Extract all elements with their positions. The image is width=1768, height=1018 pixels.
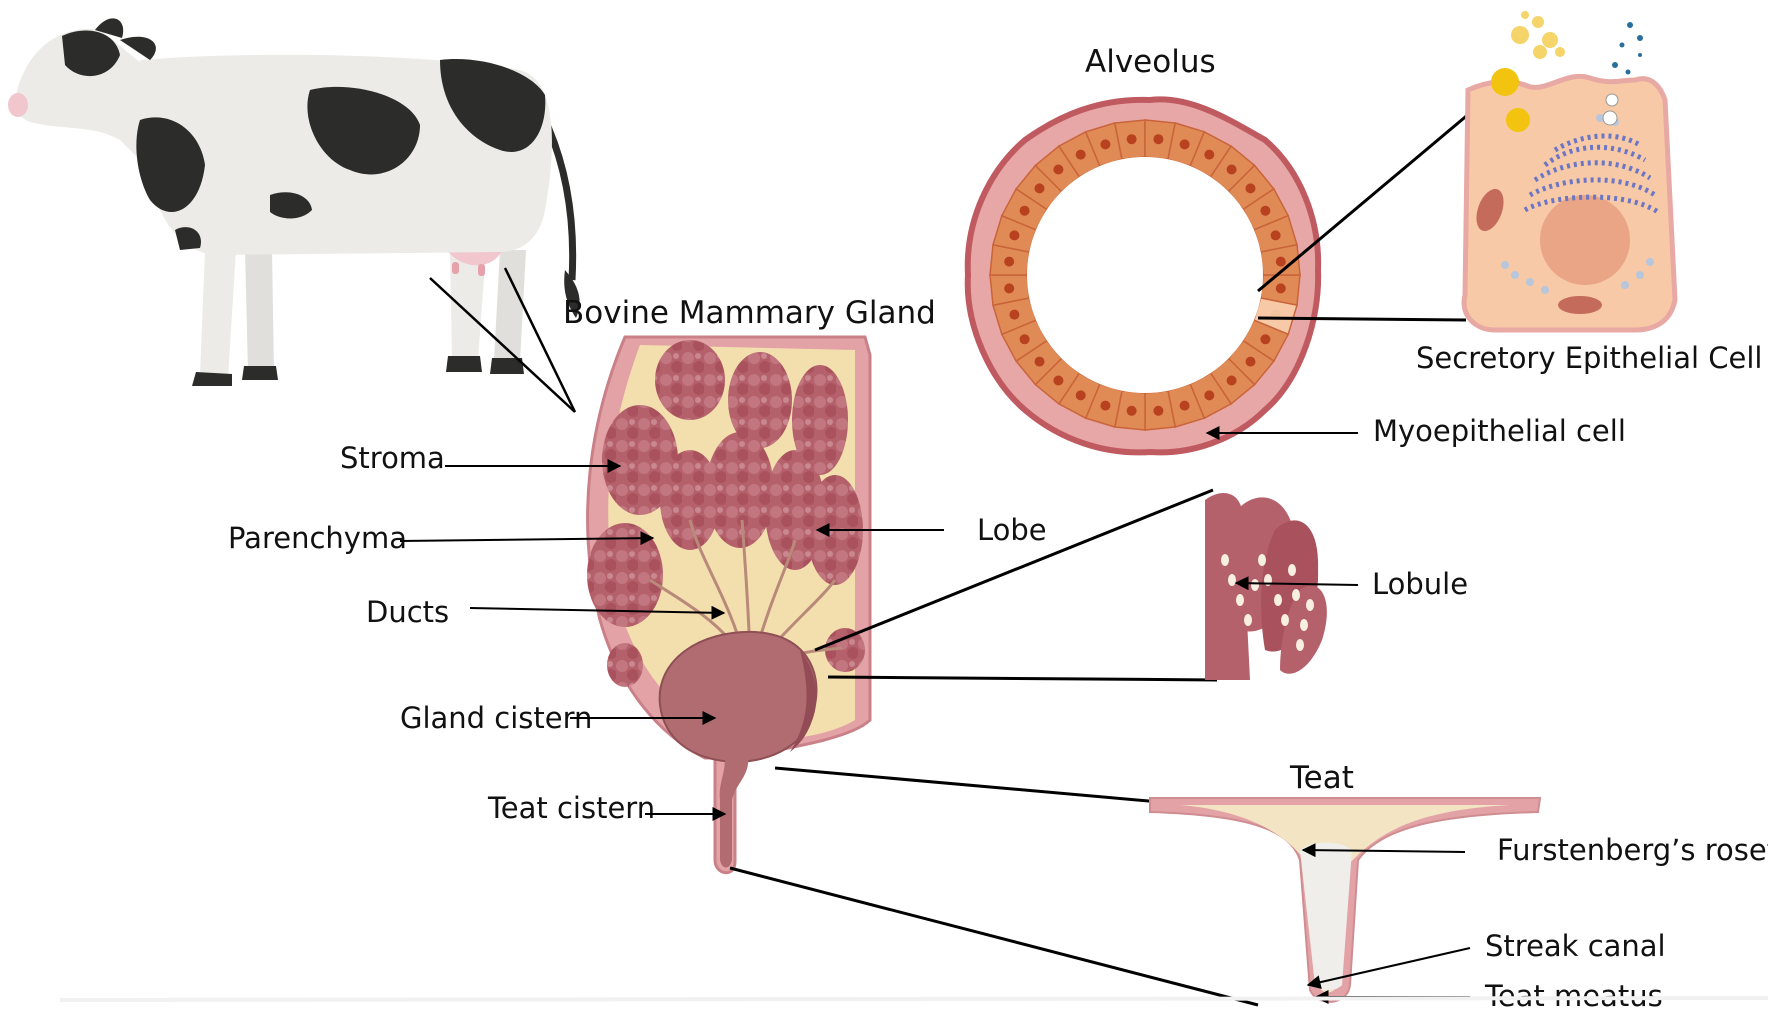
nucleus <box>1540 195 1630 285</box>
zoom-line <box>775 768 1160 802</box>
cell-nucleus <box>1153 406 1163 416</box>
ground-shadow <box>60 998 1768 1000</box>
cell-nucleus <box>1276 283 1286 293</box>
label-lobule: Lobule <box>1372 567 1468 601</box>
mammary-gland-title: Bovine Mammary Gland <box>563 295 936 331</box>
secretory-vesicle <box>1603 111 1617 125</box>
label-ducts: Ducts <box>366 595 449 629</box>
label-teat-meatus: Teat meatus <box>1484 979 1663 1013</box>
milk-protein-particles <box>1612 22 1643 75</box>
teat-title: Teat <box>1289 760 1354 796</box>
cell-nucleus <box>1204 390 1214 400</box>
cell-nucleus <box>1035 183 1045 193</box>
label-parenchyma: Parenchyma <box>228 521 407 555</box>
alveolus-lumen <box>1027 157 1263 393</box>
label-streak-canal: Streak canal <box>1485 929 1666 963</box>
cell-nucleus <box>1127 406 1137 416</box>
alveolus-illustration <box>968 99 1318 452</box>
cell-nucleus <box>1004 257 1014 267</box>
cell-nucleus <box>1260 334 1270 344</box>
cell-nucleus <box>1260 206 1270 216</box>
cell-nucleus <box>1100 401 1110 411</box>
cell-nucleus <box>1053 165 1063 175</box>
label-gland-cistern: Gland cistern <box>400 701 592 735</box>
cell-nucleus <box>1009 310 1019 320</box>
teat-cross-section <box>1150 798 1540 1002</box>
cell-nucleus <box>1180 139 1190 149</box>
label-teat-cistern: Teat cistern <box>487 791 655 825</box>
label-secretory-epithelial-cell: Secretory Epithelial Cell <box>1416 341 1763 375</box>
label-furstenbergs-rosette: Furstenberg’s rosette <box>1497 833 1768 867</box>
cell-nucleus <box>1246 183 1256 193</box>
cell-nucleus <box>1246 357 1256 367</box>
label-myoepithelial-cell: Myoepithelial cell <box>1373 414 1626 448</box>
cell-nucleus <box>1271 230 1281 240</box>
cell-nucleus <box>1180 401 1190 411</box>
label-lobe: Lobe <box>977 513 1047 547</box>
cell-nucleus <box>1020 206 1030 216</box>
zoom-line <box>828 677 1217 680</box>
label-stroma: Stroma <box>340 441 445 475</box>
secretory-vesicle <box>1606 94 1618 106</box>
alveolus-title: Alveolus <box>1085 44 1216 80</box>
secretory-epithelial-cell-illustration <box>1464 11 1675 330</box>
zoom-line <box>730 868 1258 1005</box>
cell-nucleus <box>1204 150 1214 160</box>
cell-nucleus <box>1153 134 1163 144</box>
cell-nucleus <box>1035 357 1045 367</box>
cell-nucleus <box>1004 283 1014 293</box>
milk-fat-globules <box>1511 11 1565 59</box>
cell-nucleus <box>1076 390 1086 400</box>
cell-nucleus <box>1127 134 1137 144</box>
cow-illustration <box>8 18 580 386</box>
cell-nucleus <box>1227 376 1237 386</box>
cell-nucleus <box>1020 334 1030 344</box>
cell-nucleus <box>1276 257 1286 267</box>
lobule-illustration <box>1205 493 1327 680</box>
cell-nucleus <box>1076 150 1086 160</box>
cell-nucleus <box>1009 230 1019 240</box>
mitochondrion <box>1558 296 1602 314</box>
lipid-droplet <box>1506 108 1530 132</box>
cell-nucleus <box>1053 376 1063 386</box>
lipid-droplet <box>1491 68 1519 96</box>
cell-nucleus <box>1227 165 1237 175</box>
zoom-line <box>1258 318 1466 320</box>
cell-nucleus <box>1100 139 1110 149</box>
